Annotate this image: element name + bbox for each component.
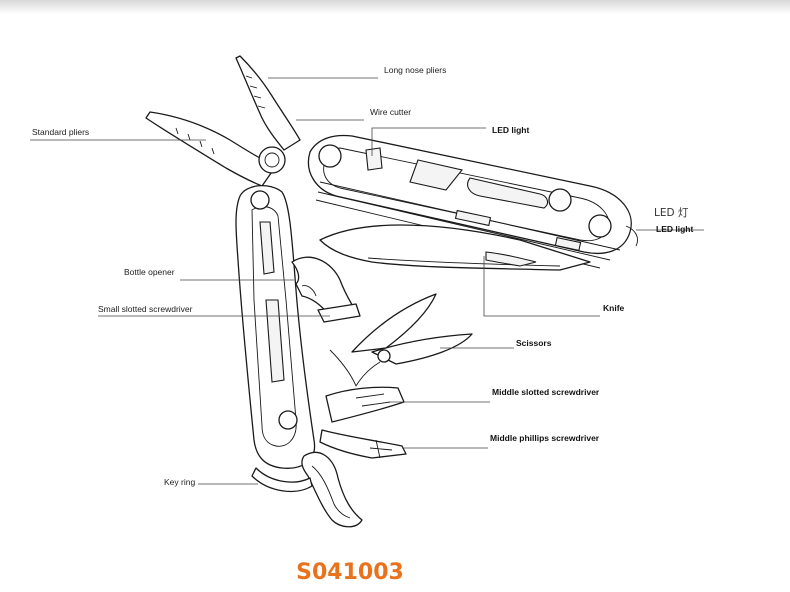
upper-handle [307,134,632,255]
pliers-pivot [258,146,286,174]
label-standard-pliers: Standard pliers [32,127,89,137]
small-slotted-screwdriver-tip [317,303,361,323]
labels: Long nose pliers Wire cutter LED light S… [32,65,693,487]
label-led-cn: LED 灯 [654,207,689,219]
multitool-drawing [145,55,638,528]
middle-slotted-screwdriver [325,386,405,423]
label-long-nose-pliers: Long nose pliers [384,65,446,75]
scissors-blade-lower [371,333,473,365]
label-led-light-top: LED light [492,125,529,135]
label-middle-slotted-screwdriver: Middle slotted screwdriver [492,387,600,397]
label-key-ring: Key ring [164,477,195,487]
leader-lines [30,77,704,485]
scissors-blade-upper [351,293,437,353]
led-light-top [365,147,383,171]
label-led-light-right: LED light [656,224,693,234]
middle-phillips-screwdriver [319,429,407,459]
label-wire-cutter: Wire cutter [370,107,411,117]
label-small-slotted-screwdriver: Small slotted screwdriver [98,304,193,314]
label-bottle-opener: Bottle opener [124,267,175,277]
led-light-right [625,225,638,247]
key-ring [301,451,363,528]
label-middle-phillips-screwdriver: Middle phillips screwdriver [490,433,600,443]
standard-pliers-jaw [145,111,277,187]
label-knife: Knife [603,303,625,313]
label-scissors: Scissors [516,338,552,348]
long-nose-pliers-jaw [235,55,301,151]
top-shadow [0,0,790,14]
product-code: S041003 [296,560,404,585]
